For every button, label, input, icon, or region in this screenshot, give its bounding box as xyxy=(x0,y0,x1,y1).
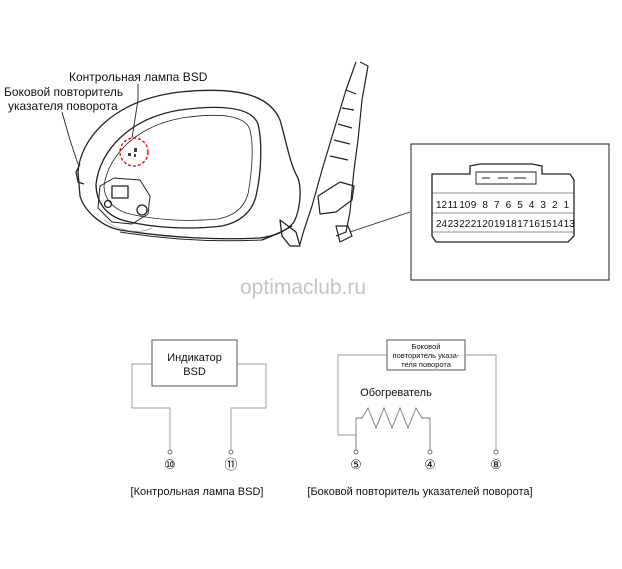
watermark: optimaclub.ru xyxy=(240,276,366,299)
heater-resistor xyxy=(355,406,431,450)
connector-pin-label: 19 xyxy=(494,219,506,230)
connector-pin-label: 6 xyxy=(506,200,512,211)
side-repeater-box-line1: Боковой xyxy=(412,342,441,351)
wire-repeater-to-pin8 xyxy=(465,354,497,450)
connector-pin-label: 17 xyxy=(517,219,529,230)
pin-10-label: ⑩ xyxy=(164,457,176,472)
connector-pin-label: 14 xyxy=(552,219,564,230)
bsd-indicator-text-line2: BSD xyxy=(183,366,206,378)
connector-pin-label: 11 xyxy=(448,200,459,211)
side-repeater-box-line3: теля поворота xyxy=(401,360,452,369)
pin-5-label: ⑤ xyxy=(350,457,362,472)
bsd-lamp-highlight xyxy=(119,137,149,167)
connector-pin-label: 1 xyxy=(564,200,570,211)
leader-bsd-lamp xyxy=(131,84,139,139)
pin-4-label: ④ xyxy=(424,457,436,472)
connector-pin-label: 3 xyxy=(540,200,546,211)
right-circuit: Боковой повторитель указа- теля поворота… xyxy=(307,339,533,498)
connector-pin-label: 16 xyxy=(529,219,541,230)
connector-pin-label: 10 xyxy=(459,200,471,211)
connector-pin-label: 2 xyxy=(552,200,558,211)
connector-pin-label: 15 xyxy=(540,219,552,230)
mirror-illustration xyxy=(75,89,301,247)
connector-pin-label: 4 xyxy=(529,200,535,211)
bsd-lamp-label: Контрольная лампа BSD xyxy=(69,70,208,84)
connector-pin-label: 22 xyxy=(459,219,471,230)
connector-pin-label: 9 xyxy=(471,200,477,211)
connector-pin-label: 8 xyxy=(482,200,488,211)
connector-frame xyxy=(410,143,610,281)
right-circuit-caption: [Боковой повторитель указателей поворота… xyxy=(307,486,532,498)
pin-8-label: ⑧ xyxy=(490,457,502,472)
connector-pin-label: 5 xyxy=(517,200,523,211)
wire-right-bsd-to-pin11 xyxy=(230,363,267,450)
connector-pin-label: 7 xyxy=(494,200,500,211)
wire-repeater-to-pin5 xyxy=(337,354,387,450)
connector-pin-label: 20 xyxy=(482,219,494,230)
bsd-indicator-box xyxy=(151,339,238,387)
connector-pin-label: 13 xyxy=(564,219,576,230)
side-repeater-box-line2: повторитель указа- xyxy=(393,351,460,360)
leader-side-repeater xyxy=(61,111,79,165)
connector-pin-label: 18 xyxy=(506,219,518,230)
bsd-lamp-icon xyxy=(128,148,137,157)
connector-pin-label: 23 xyxy=(448,219,460,230)
heater-label: Обогреватель xyxy=(360,387,432,399)
connector-pin-label: 24 xyxy=(436,219,448,230)
left-circuit-caption: [Контрольная лампа BSD] xyxy=(131,486,264,498)
bsd-indicator-text-line1: Индикатор xyxy=(167,352,222,364)
pin-11-label: ⑪ xyxy=(224,457,237,472)
wire-left-bsd-to-pin10 xyxy=(131,363,171,450)
left-circuit: Индикатор BSD ⑩ ⑪ [Контрольная лампа BSD… xyxy=(131,339,267,498)
connector-pin-label: 21 xyxy=(471,219,483,230)
mirror-side-view xyxy=(299,61,411,245)
side-repeater-label-line1: Боковой повторитель xyxy=(4,85,123,99)
connector-pin-label: 12 xyxy=(436,200,448,211)
side-repeater-label-line2: указателя поворота xyxy=(8,99,118,113)
